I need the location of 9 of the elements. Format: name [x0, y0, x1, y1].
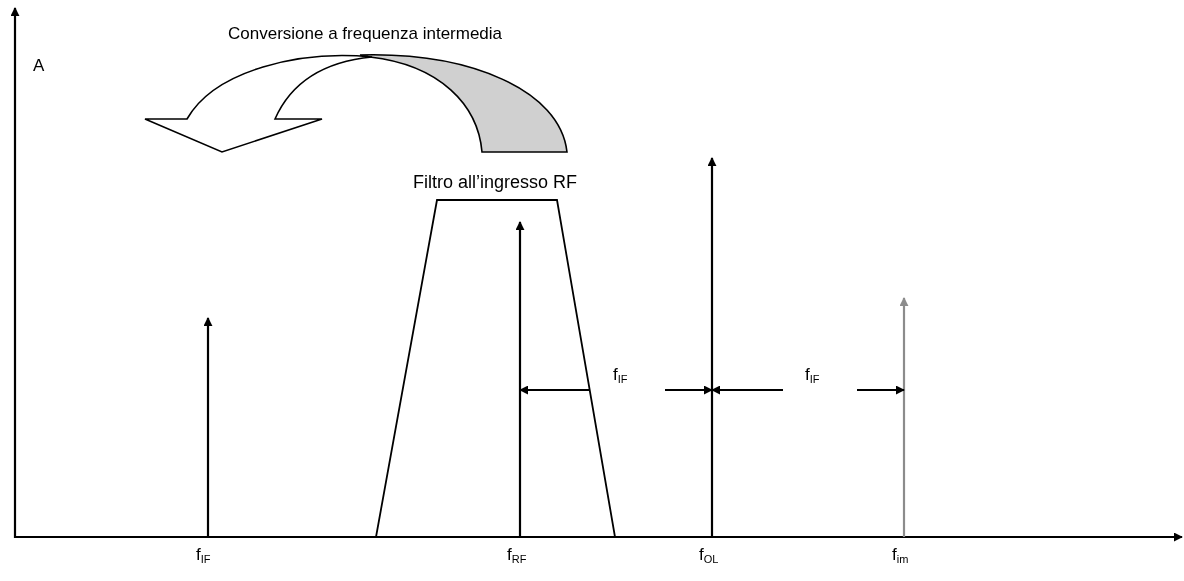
- dimension-label: f$_{IF}$: [805, 365, 820, 387]
- frequency-label: f$_{RF}$: [507, 545, 527, 567]
- frequency-label: f$_{im}$: [892, 545, 909, 567]
- axis-label: A: [33, 56, 45, 77]
- frequency-label: f$_{OL}$: [699, 545, 719, 567]
- annotation-text: Conversione a frequenza intermedia: [228, 24, 503, 45]
- dimension-label: f$_{IF}$: [613, 365, 628, 387]
- frequency-label: f$_{IF}$: [196, 545, 211, 567]
- filter-label: Filtro all’ingresso RF: [411, 172, 578, 194]
